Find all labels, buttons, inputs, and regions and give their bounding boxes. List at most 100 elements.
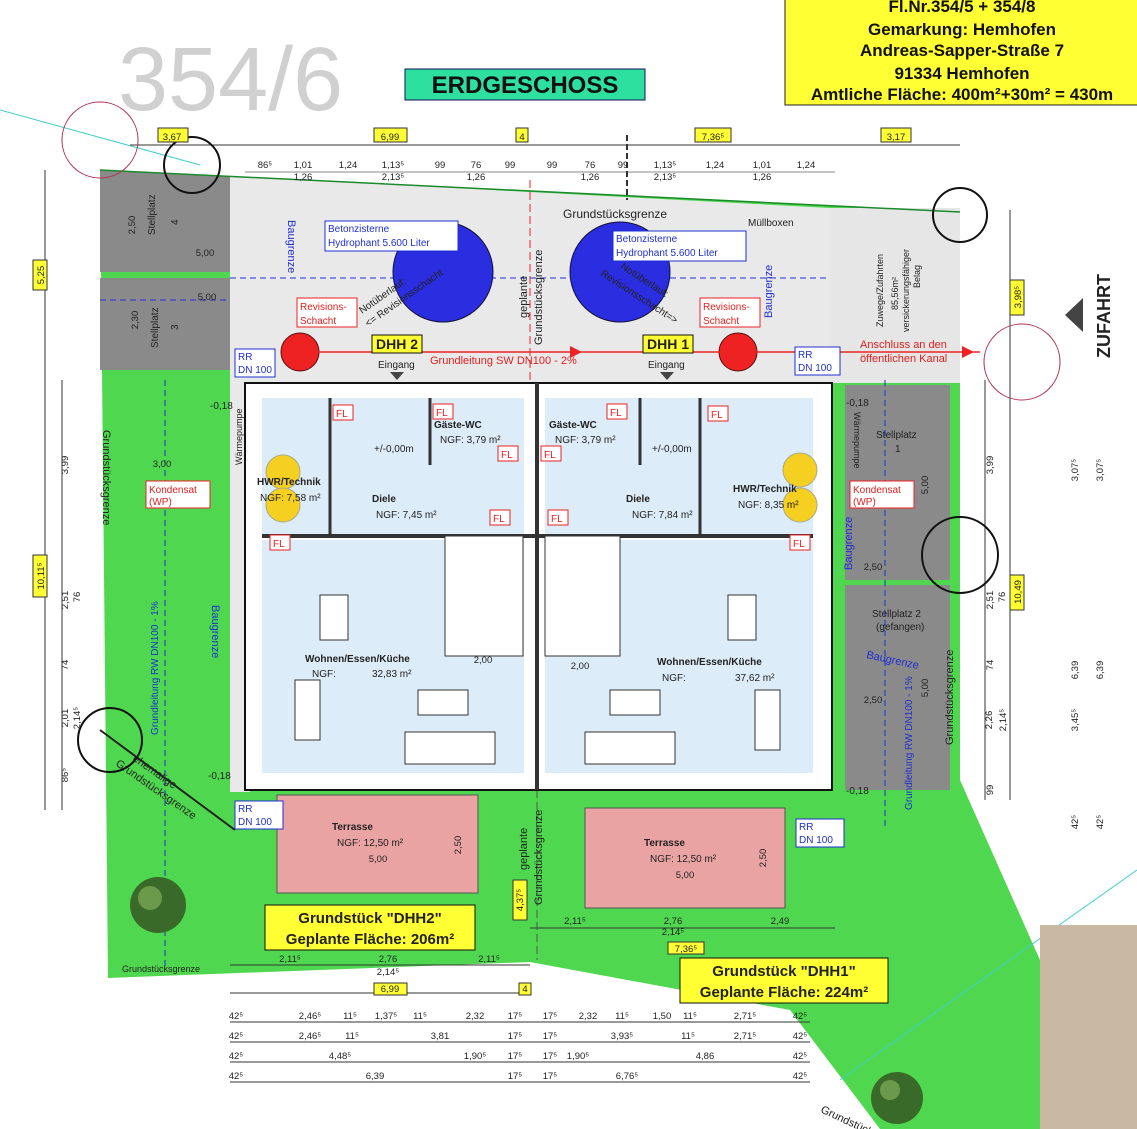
floor-drain-label: FL: [501, 450, 513, 461]
rainwater-line-label: Grundleitung RW DN100 - 1%: [904, 676, 915, 810]
rr-label: RR: [798, 350, 812, 361]
plot-dhh1-area: Geplante Fläche: 224m²: [700, 984, 868, 1001]
cistern-label: Hydrophant 5.600 Liter: [328, 238, 430, 249]
dimension-label: 17⁵: [508, 1031, 523, 1042]
dimension-label: 2,14⁵: [377, 967, 399, 978]
paths-label: versickerungsfähiger: [901, 249, 911, 332]
room-area: NGF: 12,50 m²: [337, 838, 404, 849]
plot-boundary-label: Grundstücksgrenze: [100, 430, 112, 525]
dimension-label: 17⁵: [508, 1071, 523, 1082]
dimension-label: 1,26: [753, 172, 772, 183]
planned-boundary-label: Grundstücksgrenze: [533, 810, 545, 905]
plot-boundary-label: Grundstücksgrenze: [563, 207, 667, 221]
height-offset-label: -0,18: [210, 401, 233, 412]
sewer-connection-label: Anschluss an den: [860, 339, 947, 351]
sewer-connection-label: öffentlichen Kanal: [860, 353, 947, 365]
dimension-label: 42⁵: [229, 1071, 244, 1082]
manhole-label: Revisions-: [703, 302, 750, 313]
manhole-label: Schacht: [703, 316, 739, 327]
plot-dhh2-title: Grundstück "DHH2": [298, 910, 441, 927]
interior-walls: [262, 383, 813, 790]
driveway: [830, 208, 960, 383]
dimension-label: 2,13⁵: [654, 172, 676, 183]
room-area: NGF: 8,35 m²: [738, 500, 799, 511]
dimension-label: 1,26: [581, 172, 600, 183]
rr-label: DN 100: [798, 363, 832, 374]
parking-label: 1: [895, 444, 901, 455]
dimension-label: 76: [471, 160, 482, 171]
room-area: NGF: 7,84 m²: [632, 510, 693, 521]
condensate-label: Kondensat: [149, 485, 197, 496]
dimension-label: 1,50: [653, 1011, 672, 1022]
sewer-line-label: Grundleitung SW DN100 - 2%: [430, 355, 577, 367]
condensate-label: (WP): [853, 497, 876, 508]
floor-drain-label: FL: [544, 450, 556, 461]
dimension-label: 17⁵: [543, 1071, 558, 1082]
dimension-label: 86⁵: [258, 160, 273, 171]
dimension-label: 1,24: [797, 160, 816, 171]
dimension-label: 11⁵: [343, 1011, 357, 1022]
dimension-label: 5,00: [198, 292, 217, 303]
dimension-label: 4,48⁵: [329, 1051, 351, 1062]
dimension-label: 99: [505, 160, 516, 171]
dimension-label: 4,37⁵: [515, 889, 526, 911]
floor-drain-box: [489, 509, 511, 526]
dimension-label: 42⁵: [793, 1031, 808, 1042]
dhh2-tag: DHH 2: [376, 336, 418, 352]
dimension-label: 1,13⁵: [382, 160, 404, 171]
dhh1-tag: DHH 1: [647, 336, 689, 352]
floor-drain-box: [789, 534, 811, 551]
dimension-label: 5,25: [36, 266, 47, 285]
trees: [130, 877, 923, 1124]
cistern-label: Betonzisterne: [616, 234, 678, 245]
condensate-label: Kondensat: [853, 485, 901, 496]
title-box: [404, 68, 646, 101]
floor-drain-label: FL: [610, 408, 622, 419]
dimension-label: 2,76: [664, 916, 683, 927]
dimension-label: 1,26: [294, 172, 313, 183]
info-line: Gemarkung: Hemhofen: [868, 20, 1056, 39]
room-area: NGF: 3,79 m²: [440, 435, 501, 446]
dimension-label: 99: [435, 160, 446, 171]
height-offset-label: -0,18: [208, 771, 231, 782]
parking-left-3: [100, 278, 230, 370]
floor-drain-box: [332, 404, 354, 421]
parking-label: Stellplatz: [150, 307, 161, 348]
dimension-label: 1,24: [706, 160, 725, 171]
planned-boundary-label: Grundstücksgrenze: [533, 250, 545, 345]
dimension-label: 42⁵: [229, 1011, 244, 1022]
room-area: NGF: 12,50 m²: [650, 854, 717, 865]
floor-drain-box: [606, 403, 628, 420]
room-name: Gäste-WC: [549, 420, 597, 431]
dimension-label: 17⁵: [508, 1051, 523, 1062]
floor-drain-box: [432, 403, 454, 420]
terrace-dhh2: [276, 794, 479, 894]
dimension-label: 76: [585, 160, 596, 171]
dimension-label: 2,76: [379, 954, 398, 965]
dimension-label: 7,36⁵: [675, 944, 697, 955]
manhole-label: Schacht: [300, 316, 336, 327]
plot-boundary-label: Grundstücksgrenze: [122, 964, 200, 974]
dimension-label: 2,51: [60, 591, 71, 610]
dimension-label: 3,45⁵: [1070, 709, 1081, 731]
room-area-label: NGF:: [662, 673, 686, 684]
dimension-label: 5,00: [196, 248, 215, 259]
room-name: HWR/Technik: [733, 484, 797, 495]
dimension-label: 4: [522, 984, 527, 995]
dimension-label: 76: [72, 592, 83, 603]
dimension-label: 2,50: [864, 562, 883, 573]
dimension-label: 1,90⁵: [567, 1051, 589, 1062]
parking-label: 3: [170, 324, 181, 330]
heat-pumps: [265, 452, 818, 523]
dimension-label: 6,99: [381, 984, 400, 995]
parking-right-2: [845, 585, 950, 790]
room-name: Diele: [372, 494, 396, 505]
dimension-label: 2,50: [453, 836, 464, 855]
dimension-label: 2,46⁵: [299, 1011, 321, 1022]
parking-label: Stellplatz: [147, 194, 158, 235]
info-line: 91334 Hemhofen: [894, 64, 1029, 83]
dimension-label: 42⁵: [229, 1051, 244, 1062]
dimension-label: 17⁵: [543, 1051, 558, 1062]
page-title: ERDGESCHOSS: [432, 72, 619, 99]
